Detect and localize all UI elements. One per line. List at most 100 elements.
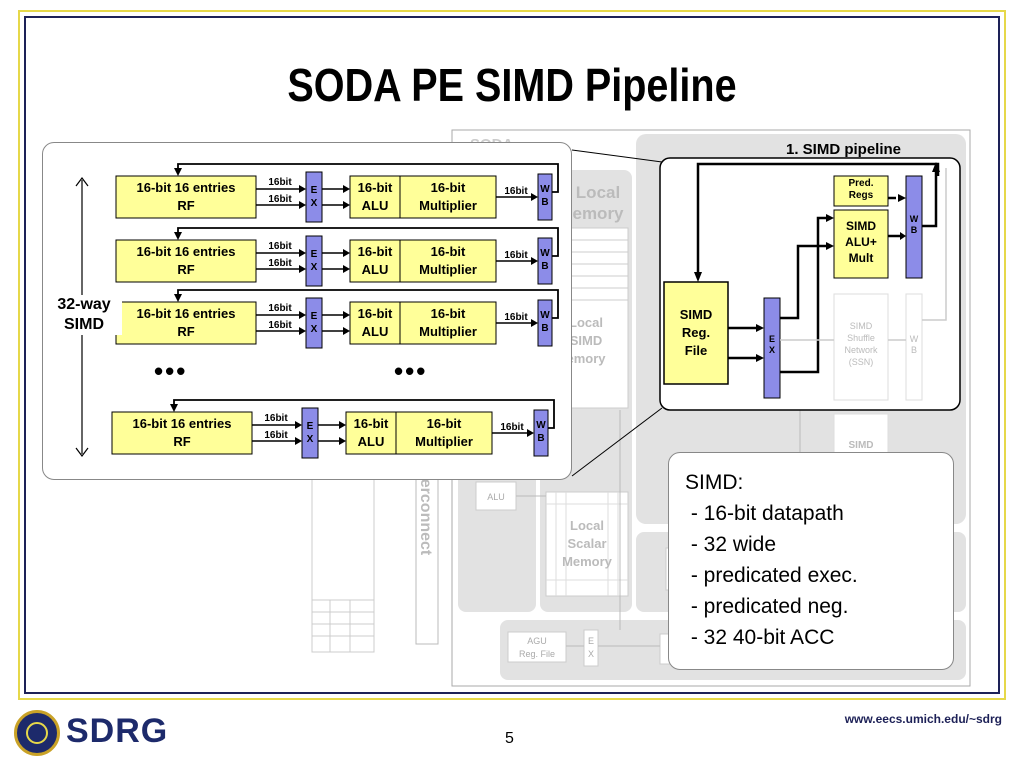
summary-item: - 32 40-bit ACC: [685, 626, 835, 649]
bus-width-label: 16bit: [504, 186, 528, 197]
ex-label: E: [311, 185, 318, 196]
ex-stage: [305, 171, 323, 223]
bus-width-label: 16bit: [268, 320, 292, 331]
ex-label: E: [311, 311, 318, 322]
alu-label: ALU: [358, 434, 385, 449]
wb-stage: [533, 409, 549, 457]
multiplier: [399, 239, 497, 283]
summary-item: - 32 wide: [685, 533, 777, 556]
pred-regs-label: Pred.Regs: [848, 178, 874, 201]
bus-arrowhead: [339, 437, 346, 445]
bus-arrowhead: [531, 193, 538, 201]
wb-label: B: [541, 323, 548, 334]
summary-item: - 16-bit datapath: [685, 502, 844, 525]
multiplier-label: 16-bit: [427, 416, 462, 431]
bus-arrowhead: [343, 265, 350, 273]
bg-alu-label: ALU: [487, 492, 505, 502]
wb-label: B: [541, 261, 548, 272]
wb-label: B: [541, 197, 548, 208]
university-seal-icon: [14, 710, 60, 756]
bus-arrowhead: [295, 437, 302, 445]
register-file: [115, 301, 257, 345]
span-arrowhead-top: [75, 177, 89, 187]
ex-label: E: [311, 249, 318, 260]
bus-arrowhead: [299, 311, 306, 319]
footer-url: www.eecs.umich.edu/~sdrg: [844, 712, 1002, 726]
rf-label: RF: [177, 324, 194, 339]
bus-arrowhead: [299, 201, 306, 209]
writeback-arrowhead: [174, 168, 182, 176]
bus-width-label: 16bit: [264, 413, 288, 424]
ex-label: X: [311, 324, 318, 335]
multiplier: [399, 301, 497, 345]
bus-arrowhead: [339, 421, 346, 429]
bus-arrowhead: [343, 311, 350, 319]
writeback-loop: [177, 163, 559, 193]
multiplier-label: 16-bit: [431, 306, 466, 321]
wb-label: B: [537, 433, 544, 444]
register-file: [111, 411, 253, 455]
bus-arrowhead: [343, 201, 350, 209]
wb-label: W: [536, 420, 546, 431]
svg-text:E: E: [588, 636, 594, 646]
ex-stage: [301, 407, 319, 459]
bus-width-label: 16bit: [500, 422, 524, 433]
alu: [349, 175, 401, 219]
wb-stage: [537, 237, 553, 285]
wb-label: W: [540, 184, 550, 195]
ex-label: X: [307, 434, 314, 445]
wb-stage: [537, 173, 553, 221]
ex-label: E: [307, 421, 314, 432]
multiplier-label: 16-bit: [431, 244, 466, 259]
alu-label: 16-bit: [358, 180, 393, 195]
multiplier: [399, 175, 497, 219]
writeback-arrowhead: [170, 404, 178, 412]
alu: [345, 411, 397, 455]
bus-width-label: 16bit: [504, 250, 528, 261]
bus-width-label: 16bit: [264, 430, 288, 441]
bus-arrowhead: [299, 327, 306, 335]
bus-arrowhead: [343, 327, 350, 335]
alu-label: 16-bit: [358, 306, 393, 321]
sdrg-logo: SDRG: [66, 712, 169, 750]
register-file: [115, 239, 257, 283]
alu: [349, 239, 401, 283]
slide-border-outer: [18, 10, 1006, 700]
multiplier-label: Multiplier: [419, 324, 477, 339]
multiplier-label: Multiplier: [419, 198, 477, 213]
wb-label: W: [540, 310, 550, 321]
page-number: 5: [505, 730, 514, 747]
alu-label: ALU: [362, 198, 389, 213]
bus-arrowhead: [343, 249, 350, 257]
ex-label: X: [311, 262, 318, 273]
svg-text:SIMD: SIMD: [849, 440, 874, 451]
bus-arrowhead: [299, 249, 306, 257]
bus-width-label: 16bit: [268, 241, 292, 252]
writeback-arrowhead: [174, 294, 182, 302]
bus-width-label: 16bit: [504, 312, 528, 323]
rf-label: 16-bit 16 entries: [137, 180, 236, 195]
writeback-loop: [177, 227, 559, 257]
slide-title: SODA PE SIMD Pipeline: [287, 59, 737, 111]
bus-arrowhead: [343, 185, 350, 193]
slide-border-inner: [24, 16, 1000, 694]
alu-label: ALU: [362, 324, 389, 339]
writeback-loop: [173, 399, 555, 429]
writeback-loop: [177, 289, 559, 319]
multiplier-label: 16-bit: [431, 180, 466, 195]
register-file: [115, 175, 257, 219]
bus-width-label: 16bit: [268, 303, 292, 314]
bus-width-label: 16bit: [268, 194, 292, 205]
bus-arrowhead: [299, 265, 306, 273]
ex-stage: [305, 235, 323, 287]
ellipsis-right: •••: [394, 356, 428, 386]
